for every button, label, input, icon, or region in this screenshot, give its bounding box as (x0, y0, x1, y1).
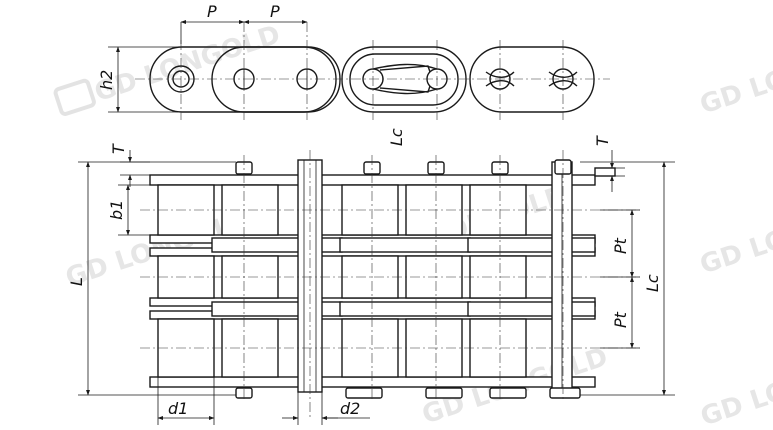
dimension-b1: b1 (107, 184, 158, 236)
label-t-left: T (109, 143, 128, 154)
dimension-d1: d1 (157, 377, 215, 425)
watermark-text: GD LONGOLD (91, 20, 284, 108)
watermark-text: GD LONGOLD (697, 344, 773, 430)
label-p-1: P (207, 2, 217, 21)
label-pt-1: Pt (611, 237, 630, 254)
label-p-2: P (270, 2, 280, 21)
triplex-chain-side-view (140, 150, 640, 420)
link-plates-view (135, 22, 610, 120)
label-t-right: T (593, 135, 612, 146)
dimension-d2: d2 (282, 392, 370, 425)
label-h2: h2 (97, 70, 116, 90)
label-b1: b1 (107, 200, 126, 220)
label-lc-right: Lc (643, 274, 662, 292)
dimension-pt: Pt Pt (600, 209, 640, 349)
pin-heads-top (235, 159, 616, 177)
label-d1: d1 (168, 399, 188, 418)
dimension-pitch: P P (180, 2, 308, 44)
dimension-lc-right: Lc (580, 161, 675, 396)
label-l: L (67, 277, 86, 286)
label-lc-top: Lc (387, 128, 406, 146)
label-pt-2: Pt (611, 311, 630, 328)
watermark-text: GD LONGOLD (696, 32, 773, 120)
watermark-text: GD LONGOLD (696, 192, 773, 280)
dimension-l: L (67, 161, 236, 396)
label-d2: d2 (340, 399, 360, 418)
dimension-h2: h2 (97, 46, 178, 113)
